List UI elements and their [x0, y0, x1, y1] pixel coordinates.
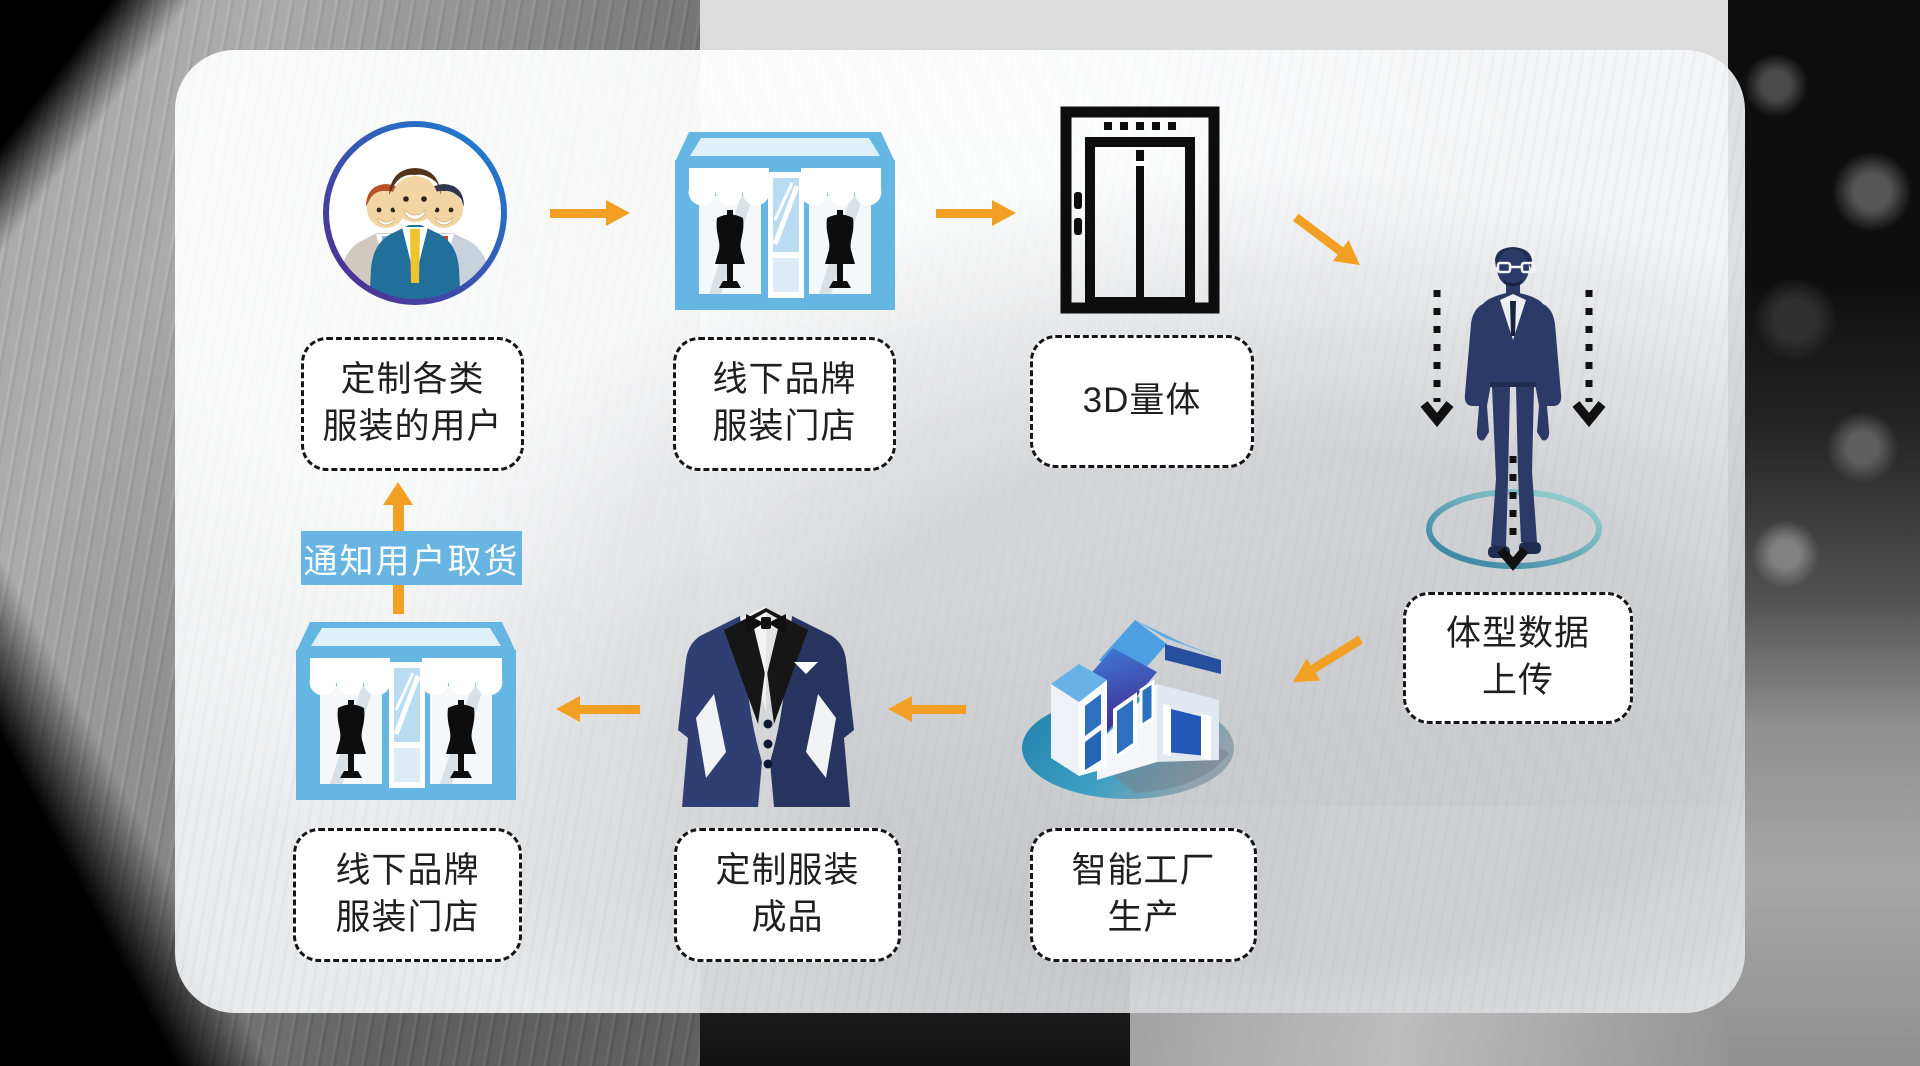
label-store-top: 线下品牌 服装门店	[673, 337, 896, 471]
flow-arrow-5-left-icon	[888, 696, 966, 722]
smart-factory-icon	[1015, 598, 1245, 803]
label-factory-line1: 智能工厂	[1071, 851, 1216, 891]
background-trees	[1728, 0, 1920, 1066]
label-store-top-line1: 线下品牌	[712, 360, 857, 400]
flow-arrow-2-right-icon	[936, 200, 1016, 226]
clothing-store-top-icon	[675, 132, 895, 310]
label-suit-line1: 定制服装	[715, 851, 860, 891]
label-body-data-line1: 体型数据	[1445, 614, 1590, 654]
measured-man-icon	[1420, 247, 1606, 571]
label-users: 定制各类 服装的用户	[301, 337, 524, 471]
clothing-store-bottom-icon	[296, 622, 516, 800]
label-store-top-line2: 服装门店	[712, 407, 857, 446]
flow-arrow-1-right-icon	[550, 200, 630, 226]
label-store-bottom: 线下品牌 服装门店	[293, 828, 522, 962]
label-store-bottom-line1: 线下品牌	[335, 851, 480, 891]
label-factory-line2: 生产	[1107, 898, 1180, 937]
label-suit: 定制服装 成品	[674, 828, 901, 962]
label-factory: 智能工厂 生产	[1030, 828, 1257, 962]
label-scan-line1: 3D量体	[1082, 381, 1202, 421]
pickup-notice-badge: 通知用户取货	[301, 531, 522, 585]
flow-arrow-6-left-icon	[556, 696, 640, 722]
custom-suit-icon	[666, 602, 866, 807]
label-scan: 3D量体	[1030, 335, 1254, 468]
label-body-data-line2: 上传	[1481, 661, 1554, 700]
label-body-data: 体型数据 上传	[1403, 592, 1633, 724]
label-users-line2: 服装的用户	[322, 407, 503, 446]
label-users-line1: 定制各类	[340, 360, 485, 400]
label-suit-line2: 成品	[751, 898, 824, 937]
label-store-bottom-line2: 服装门店	[335, 898, 480, 937]
3d-body-scanner-icon	[1060, 106, 1220, 314]
customers-group-icon	[319, 117, 511, 309]
